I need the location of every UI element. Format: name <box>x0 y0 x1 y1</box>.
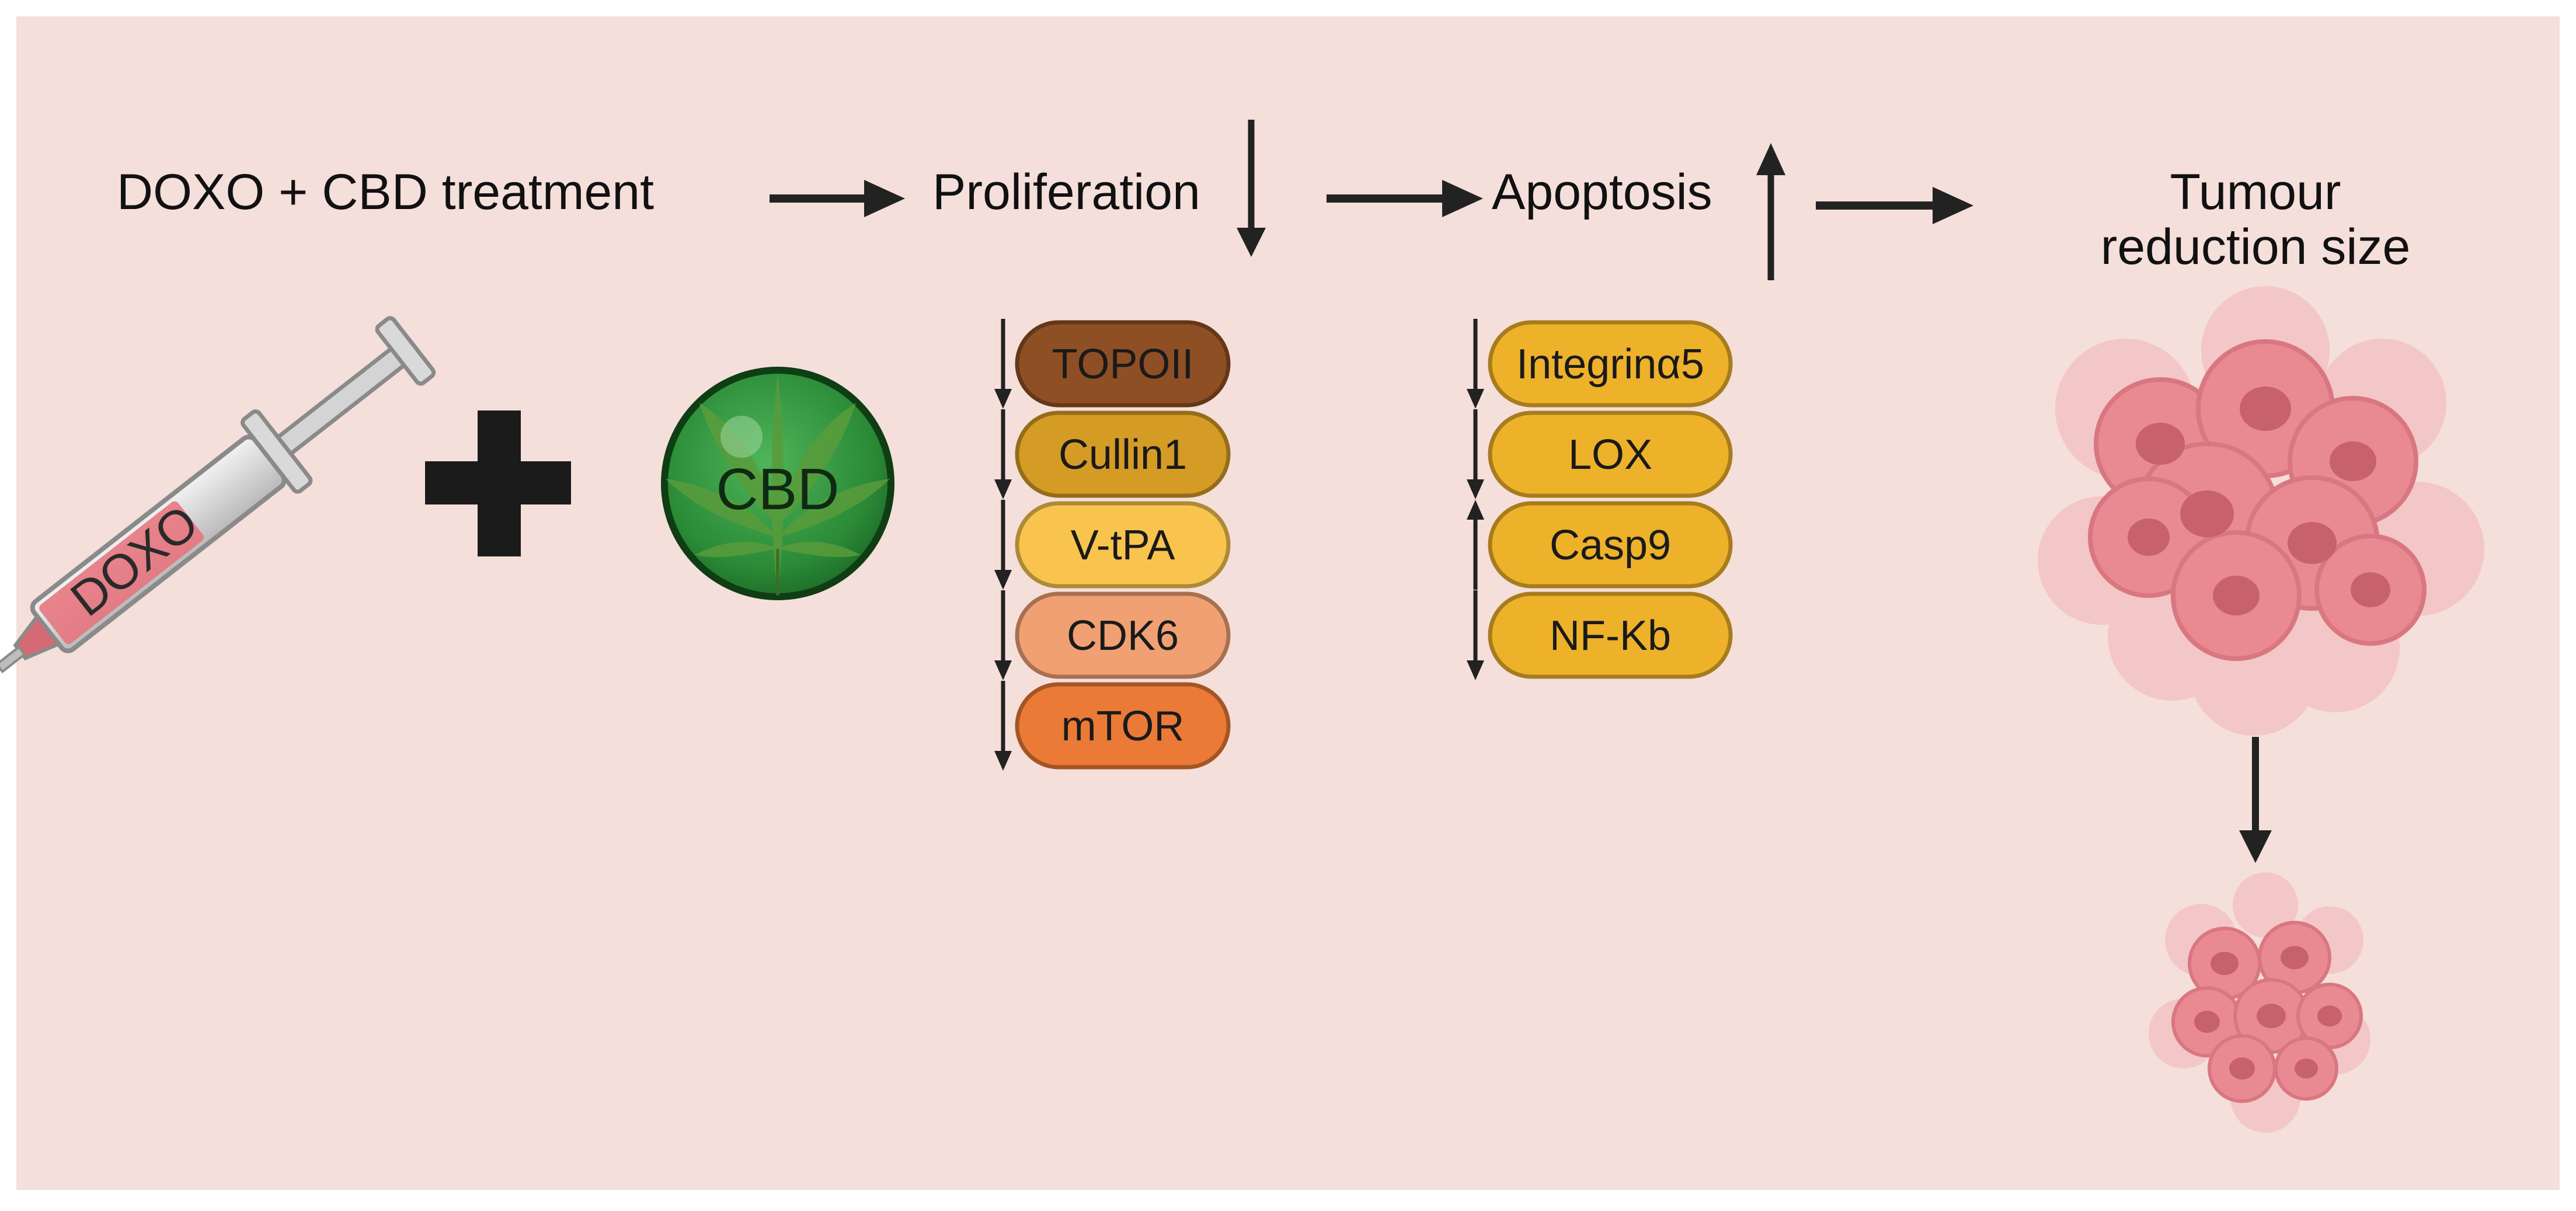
marker-cdk6: CDK6 <box>994 590 1231 680</box>
proliferation-down-arrow-icon <box>1237 120 1266 257</box>
marker-label: CDK6 <box>1067 613 1179 659</box>
marker-label: TOPOII <box>1052 341 1194 388</box>
down-arrow-icon <box>994 319 1012 409</box>
flow-arrow-2 <box>1327 180 1483 217</box>
marker-pill <box>1488 410 1733 498</box>
marker-v-tpa: V-tPA <box>994 500 1231 590</box>
flow-arrow-3 <box>1816 187 1973 224</box>
marker-label: Integrinα5 <box>1516 341 1704 388</box>
down-arrow-icon <box>1467 409 1484 499</box>
marker-nf-kb: NF-Kb <box>1467 590 1733 680</box>
marker-pill <box>1015 501 1231 589</box>
marker-label: V-tPA <box>1071 522 1175 569</box>
marker-label: Casp9 <box>1550 522 1671 569</box>
down-arrow-icon <box>1467 590 1484 680</box>
marker-pill <box>1488 320 1733 408</box>
outcome-label-line1: Tumour <box>2170 164 2341 220</box>
marker-pill <box>1015 682 1231 770</box>
marker-pill <box>1015 320 1231 408</box>
marker-label: NF-Kb <box>1550 613 1671 659</box>
cbd-label: CBD <box>716 457 839 522</box>
outcome-label-line2: reduction size <box>2101 219 2411 275</box>
marker-cullin1: Cullin1 <box>994 409 1231 499</box>
flow-arrow-1 <box>770 180 905 217</box>
marker-lox: LOX <box>1467 409 1733 499</box>
cbd-sphere: CBD <box>661 367 894 600</box>
marker-label: LOX <box>1568 431 1652 478</box>
marker-label: mTOR <box>1061 703 1185 750</box>
tumour-large <box>2038 286 2484 736</box>
marker-label: Cullin1 <box>1059 431 1187 478</box>
marker-mtor: mTOR <box>994 681 1231 771</box>
reduction-down-arrow-icon <box>2239 737 2272 863</box>
down-arrow-icon <box>994 409 1012 499</box>
marker-pill <box>1015 591 1231 679</box>
down-arrow-icon <box>994 500 1012 590</box>
apoptosis-label: Apoptosis <box>1492 164 1712 220</box>
up-arrow-icon <box>1467 500 1484 590</box>
apoptosis-up-arrow-icon <box>1756 143 1785 280</box>
plus-icon <box>425 410 571 556</box>
treatment-label: DOXO + CBD treatment <box>117 164 654 220</box>
marker-topoii: TOPOII <box>994 319 1231 409</box>
down-arrow-icon <box>994 590 1012 680</box>
tumour-small <box>2149 872 2370 1133</box>
cannabis-leaf-icon <box>666 374 890 596</box>
marker-casp9: Casp9 <box>1467 500 1733 590</box>
proliferation-label: Proliferation <box>932 164 1200 220</box>
marker-integrin-5: Integrinα5 <box>1467 319 1733 409</box>
marker-pill <box>1488 501 1733 589</box>
marker-pill <box>1488 591 1733 679</box>
down-arrow-icon <box>1467 319 1484 409</box>
down-arrow-icon <box>994 681 1012 771</box>
marker-pill <box>1015 410 1231 498</box>
